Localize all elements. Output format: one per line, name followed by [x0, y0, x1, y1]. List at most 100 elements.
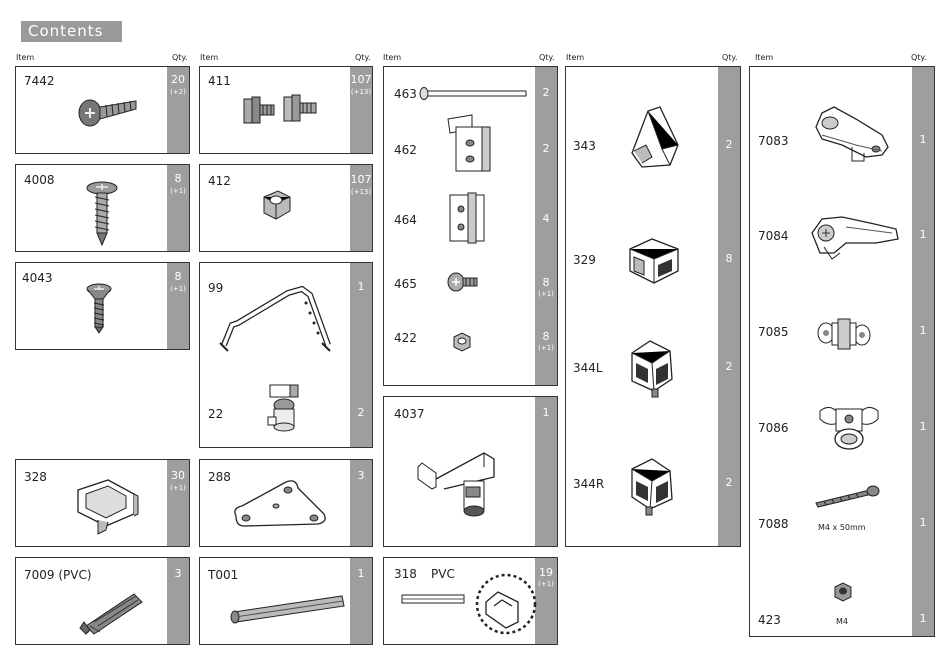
part-qty: 8 [174, 172, 182, 185]
pan-head-screw-icon [78, 99, 137, 127]
qty-bar [167, 263, 189, 349]
spare-qty: (+1) [170, 484, 186, 492]
part-code: 7442 [24, 74, 55, 88]
part-qty: 19 [539, 566, 553, 579]
connector-peg-icon [267, 384, 299, 432]
part-card-4043: 4043 8 (+1) [15, 262, 190, 350]
part-code: 22 [208, 407, 224, 421]
part-code: 344R [573, 477, 605, 491]
part-code: 411 [208, 74, 231, 88]
qty-bar [718, 67, 740, 546]
part-qty: 1 [919, 324, 927, 337]
part-qty: 1 [919, 133, 927, 146]
nut-size-caption: M4 [836, 617, 848, 626]
hex-nut-icon [263, 190, 291, 220]
connector-block-icon [629, 238, 679, 284]
small-nut-icon [453, 332, 471, 352]
part-card-7009: 7009 (PVC) 3 [15, 557, 190, 645]
qty-bar [167, 558, 189, 644]
part-code: 462 [394, 143, 417, 157]
spare-qty: (+2) [170, 88, 186, 96]
part-code: 318 [394, 567, 417, 581]
qty-header: Qty. [911, 53, 927, 62]
part-qty: 2 [725, 138, 733, 151]
spare-qty: (+1) [538, 580, 554, 588]
part-code: 288 [208, 470, 231, 484]
part-card-7442: 7442 20 (+2) [15, 66, 190, 154]
part-code: 343 [573, 139, 596, 153]
part-code: 4043 [22, 271, 53, 285]
corner-cap-icon [631, 106, 679, 168]
part-card-7083-423: 7083 1 7084 1 7085 1 7086 1 7088 1 [749, 66, 935, 637]
part-qty: 1 [919, 516, 927, 529]
part-code: 463 [394, 87, 417, 101]
part-qty: 3 [174, 567, 182, 580]
left-corner-connector-icon [631, 340, 673, 398]
part-code: 7086 [758, 421, 789, 435]
item-header: Item [755, 53, 774, 62]
part-qty: 1 [919, 612, 927, 625]
part-qty: 1 [542, 406, 550, 419]
hinge-plate-icon [449, 192, 485, 244]
qty-bar [350, 165, 372, 251]
right-corner-connector-icon [631, 458, 673, 516]
qty-header: Qty. [355, 53, 371, 62]
part-qty: 1 [357, 567, 365, 580]
part-code: 7084 [758, 229, 789, 243]
part-code: T001 [208, 568, 239, 582]
hinge-bracket-icon [219, 285, 331, 352]
part-code: 412 [208, 174, 231, 188]
lock-latch-arm-icon [815, 106, 889, 162]
lock-nut-icon [834, 582, 852, 602]
part-card-411: 411 107 (+13) [199, 66, 373, 154]
page-title: Contents [21, 21, 122, 42]
spare-qty: (+1) [538, 344, 554, 352]
part-qty: 2 [542, 86, 550, 99]
qty-bar [535, 67, 557, 385]
item-header: Item [383, 53, 402, 62]
part-card-288: 288 3 [199, 459, 373, 547]
part-code: 99 [208, 281, 224, 295]
part-qty: 8 [542, 330, 550, 343]
end-cap-clip-icon [77, 479, 139, 535]
part-material: PVC [431, 567, 455, 581]
qty-bar [912, 67, 934, 636]
part-qty: 2 [725, 476, 733, 489]
part-card-412: 412 107 (+13) [199, 164, 373, 252]
item-header: Item [566, 53, 585, 62]
countersunk-screw-icon [86, 283, 112, 334]
part-code: 464 [394, 213, 417, 227]
wall-bracket-icon [417, 452, 495, 517]
part-qty: 1 [919, 228, 927, 241]
wing-lock-icon [819, 407, 879, 450]
part-code: 465 [394, 277, 417, 291]
qty-bar [350, 460, 372, 546]
part-card-328: 328 30 (+1) [15, 459, 190, 547]
hinge-leaf-icon [447, 114, 491, 172]
spare-qty: (+13) [350, 188, 372, 196]
t-bolt-icon [243, 94, 317, 124]
item-header: Item [200, 53, 219, 62]
qty-header: Qty. [172, 53, 188, 62]
qty-bar [350, 67, 372, 153]
qty-bar [350, 558, 372, 644]
part-code: 344L [573, 361, 603, 375]
part-card-463-422: 463 2 462 2 464 4 465 8 (+1) 422 8 (+1) [383, 66, 558, 386]
part-code: 7083 [758, 134, 789, 148]
bolt-size-caption: M4 x 50mm [818, 523, 866, 532]
part-code: 329 [573, 253, 596, 267]
pin-rod-icon [419, 87, 527, 100]
part-card-4037: 4037 1 [383, 396, 558, 547]
spare-qty: (+1) [170, 187, 186, 195]
part-qty: 107 [350, 173, 372, 186]
long-bolt-icon [815, 485, 880, 508]
part-qty: 8 [725, 252, 733, 265]
item-header: Item [16, 53, 35, 62]
clamp-clip-icon [817, 318, 871, 350]
qty-header: Qty. [722, 53, 738, 62]
part-qty: 1 [919, 420, 927, 433]
machine-screw-icon [447, 272, 478, 292]
part-qty: 2 [357, 406, 365, 419]
magnified-detail-icon [475, 573, 537, 635]
part-card-318: 318 PVC 19 (+1) [383, 557, 558, 645]
